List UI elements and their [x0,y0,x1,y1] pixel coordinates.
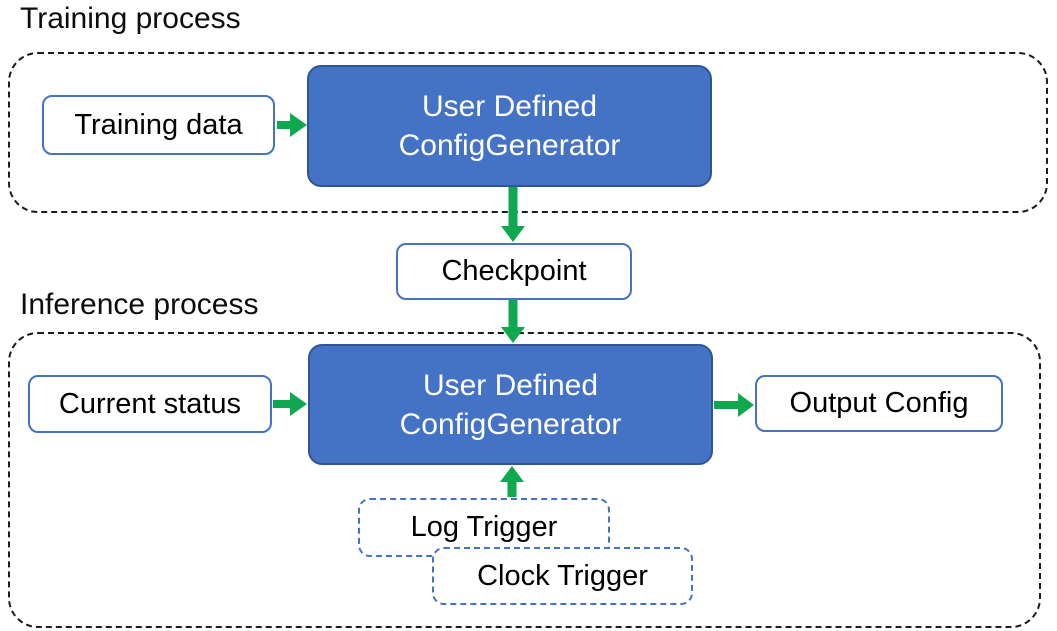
current-status-box: Current status [28,375,272,433]
inference-config-generator-box: User Defined ConfigGenerator [308,344,713,465]
checkpoint-box: Checkpoint [396,243,632,300]
training-process-title: Training process [20,2,241,35]
clock-trigger-label: Clock Trigger [477,559,648,592]
inference-config-generator-line2: ConfigGenerator [399,407,622,441]
training-process-container [8,52,1048,213]
output-config-label: Output Config [789,387,969,419]
training-config-generator-line2: ConfigGenerator [398,129,621,162]
inference-config-generator-line1: User Defined [422,368,599,402]
checkpoint-label: Checkpoint [441,255,587,287]
log-trigger-label: Log Trigger [410,511,558,543]
clock-trigger-box: Clock Trigger [432,547,693,605]
training-data-box: Training data [42,95,275,155]
inference-process-title: Inference process [20,288,259,321]
training-config-generator-line1: User Defined [421,90,598,123]
training-data-label: Training data [74,108,243,141]
output-config-box: Output Config [755,375,1003,432]
training-config-generator-box: User Defined ConfigGenerator [307,65,712,187]
current-status-label: Current status [58,387,242,420]
